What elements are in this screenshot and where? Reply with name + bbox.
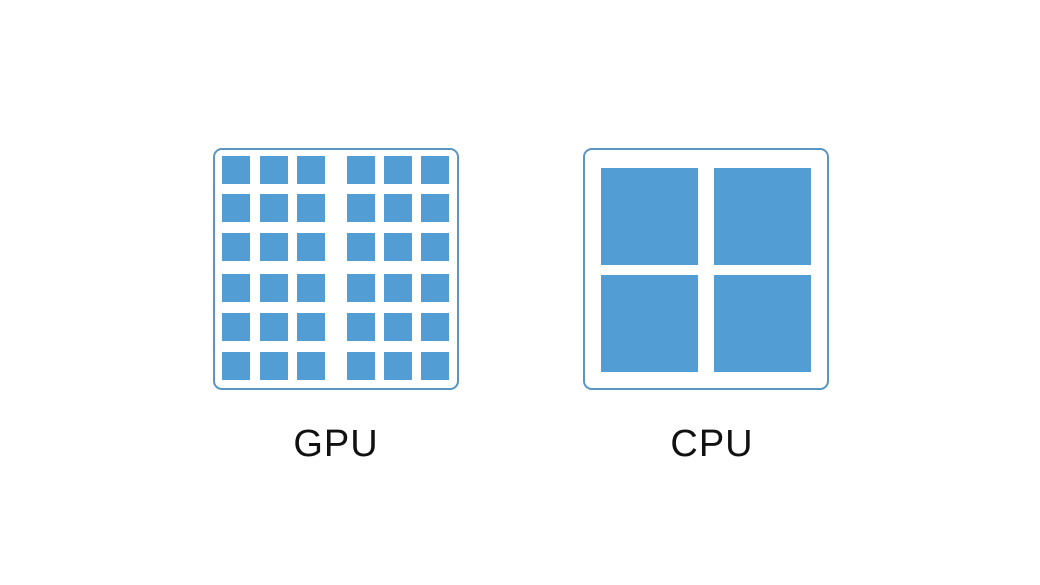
gpu-core	[297, 156, 325, 184]
gpu-core	[421, 156, 449, 184]
gpu-core	[347, 156, 375, 184]
gpu-core	[260, 352, 288, 380]
gpu-core	[260, 313, 288, 341]
gpu-core	[421, 352, 449, 380]
gpu-core	[297, 352, 325, 380]
gpu-core	[260, 156, 288, 184]
cpu-core	[601, 168, 698, 265]
gpu-core	[260, 194, 288, 222]
gpu-core	[421, 233, 449, 261]
gpu-core	[347, 274, 375, 302]
gpu-core	[347, 313, 375, 341]
gpu-core	[260, 274, 288, 302]
gpu-core	[347, 233, 375, 261]
gpu-core	[222, 156, 250, 184]
gpu-core	[347, 194, 375, 222]
gpu-core	[222, 194, 250, 222]
gpu-core	[222, 233, 250, 261]
gpu-core	[384, 313, 412, 341]
gpu-core	[384, 352, 412, 380]
cpu-label: CPU	[670, 423, 754, 465]
gpu-core	[222, 313, 250, 341]
gpu-core	[384, 156, 412, 184]
gpu-label: GPU	[293, 423, 379, 465]
gpu-core	[347, 352, 375, 380]
gpu-core	[384, 194, 412, 222]
gpu-core	[384, 233, 412, 261]
gpu-core	[222, 274, 250, 302]
gpu-core	[297, 313, 325, 341]
cpu-core	[714, 275, 811, 372]
gpu-core	[297, 274, 325, 302]
gpu-core	[421, 194, 449, 222]
cpu-core	[601, 275, 698, 372]
gpu-core	[384, 274, 412, 302]
gpu-core	[297, 194, 325, 222]
gpu-core	[222, 352, 250, 380]
gpu-core	[260, 233, 288, 261]
gpu-core	[421, 313, 449, 341]
gpu-chip	[213, 148, 459, 390]
gpu-core	[297, 233, 325, 261]
cpu-core	[714, 168, 811, 265]
gpu-core	[421, 274, 449, 302]
